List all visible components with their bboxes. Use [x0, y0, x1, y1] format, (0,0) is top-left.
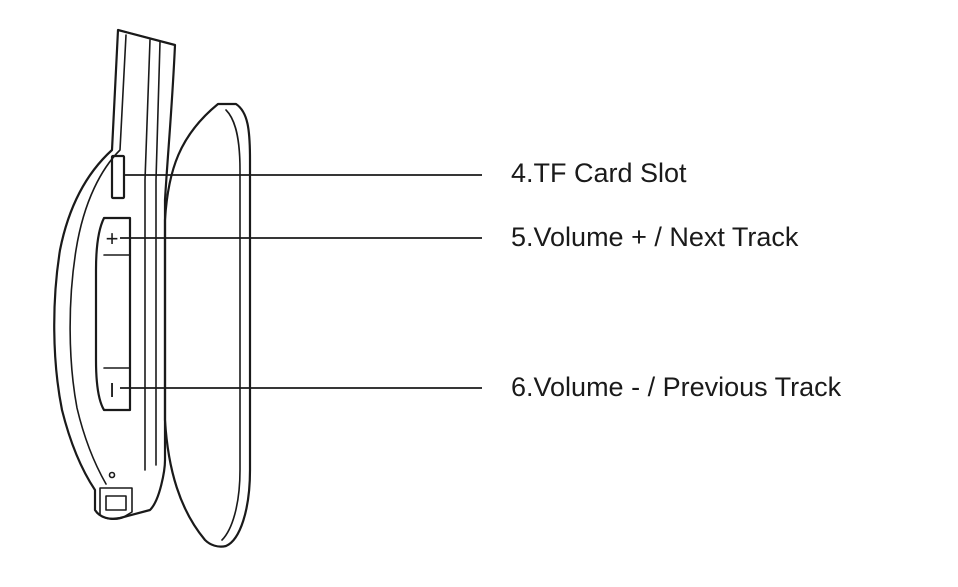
volume-up-button-symbol[interactable]: + [106, 226, 119, 251]
headband-band-line-2 [155, 41, 161, 466]
control-strip [94, 154, 132, 412]
label-volume-down-previous-track: 6.Volume - / Previous Track [511, 372, 842, 402]
label-volume-up-next-track: 5.Volume + / Next Track [511, 222, 799, 252]
headband-band-line-1 [144, 39, 151, 471]
button-strip-outline [94, 216, 132, 412]
housing-outer-contour [53, 28, 177, 520]
tf-card-slot [110, 154, 126, 200]
housing-inner-contour [69, 34, 127, 485]
label-tf-card-slot: 4.TF Card Slot [511, 158, 687, 188]
volume-down-button-symbol[interactable]: I [109, 380, 115, 402]
ear-cushion [163, 102, 252, 548]
cushion-outer-contour [163, 102, 252, 548]
lower-hinge-block [99, 487, 133, 521]
headband-top-cap [117, 29, 176, 46]
mic-hole-icon [108, 471, 116, 479]
cushion-inner-contour [221, 109, 241, 541]
jack-port [105, 495, 127, 511]
headphone-shell [53, 28, 177, 521]
